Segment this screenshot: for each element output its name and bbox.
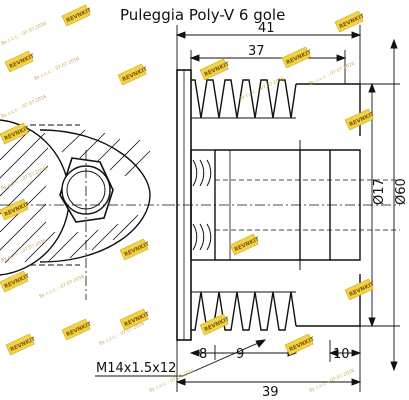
dim-bore-diameter: Ø17 <box>372 178 387 205</box>
svg-text:By c.c.c. - 07.07.2016: By c.c.c. - 07.07.2016 <box>308 368 355 394</box>
dim-41: 41 <box>258 21 275 36</box>
svg-text:By c.c.c. - 07.07.2016: By c.c.c. - 07.07.2016 <box>308 61 355 87</box>
svg-text:By c.c.c. - 07.07.2016: By c.c.c. - 07.07.2016 <box>0 166 47 192</box>
svg-text:By c.c.c. - 07.07.2016: By c.c.c. - 07.07.2016 <box>33 56 80 82</box>
dim-9: 9 <box>236 347 244 362</box>
side-view <box>165 69 400 341</box>
dim-thread: M14x1.5x12 <box>96 361 176 376</box>
svg-text:By c.c.c. - 07.07.2016: By c.c.c. - 07.07.2016 <box>38 274 85 300</box>
watermark-logos: REVNKIT REVNKIT REVNKIT REVNKIT REVNKIT … <box>0 4 376 356</box>
dim-39: 39 <box>262 385 279 400</box>
dimension-lines <box>95 25 400 392</box>
end-view <box>0 119 165 300</box>
svg-text:By c.c.c. - 07.07.2016: By c.c.c. - 07.07.2016 <box>0 94 47 120</box>
dim-10: 10 <box>333 347 350 362</box>
drawing-title: Puleggia Poly-V 6 gole <box>120 6 285 24</box>
svg-text:By c.c.c. - 07.07.2016: By c.c.c. - 07.07.2016 <box>0 238 47 264</box>
dim-outer-diameter: Ø60 <box>394 178 409 205</box>
svg-text:By c.c.c. - 07.07.2016: By c.c.c. - 07.07.2016 <box>0 21 47 47</box>
dim-8: 8 <box>199 347 207 362</box>
dim-37: 37 <box>248 44 265 59</box>
